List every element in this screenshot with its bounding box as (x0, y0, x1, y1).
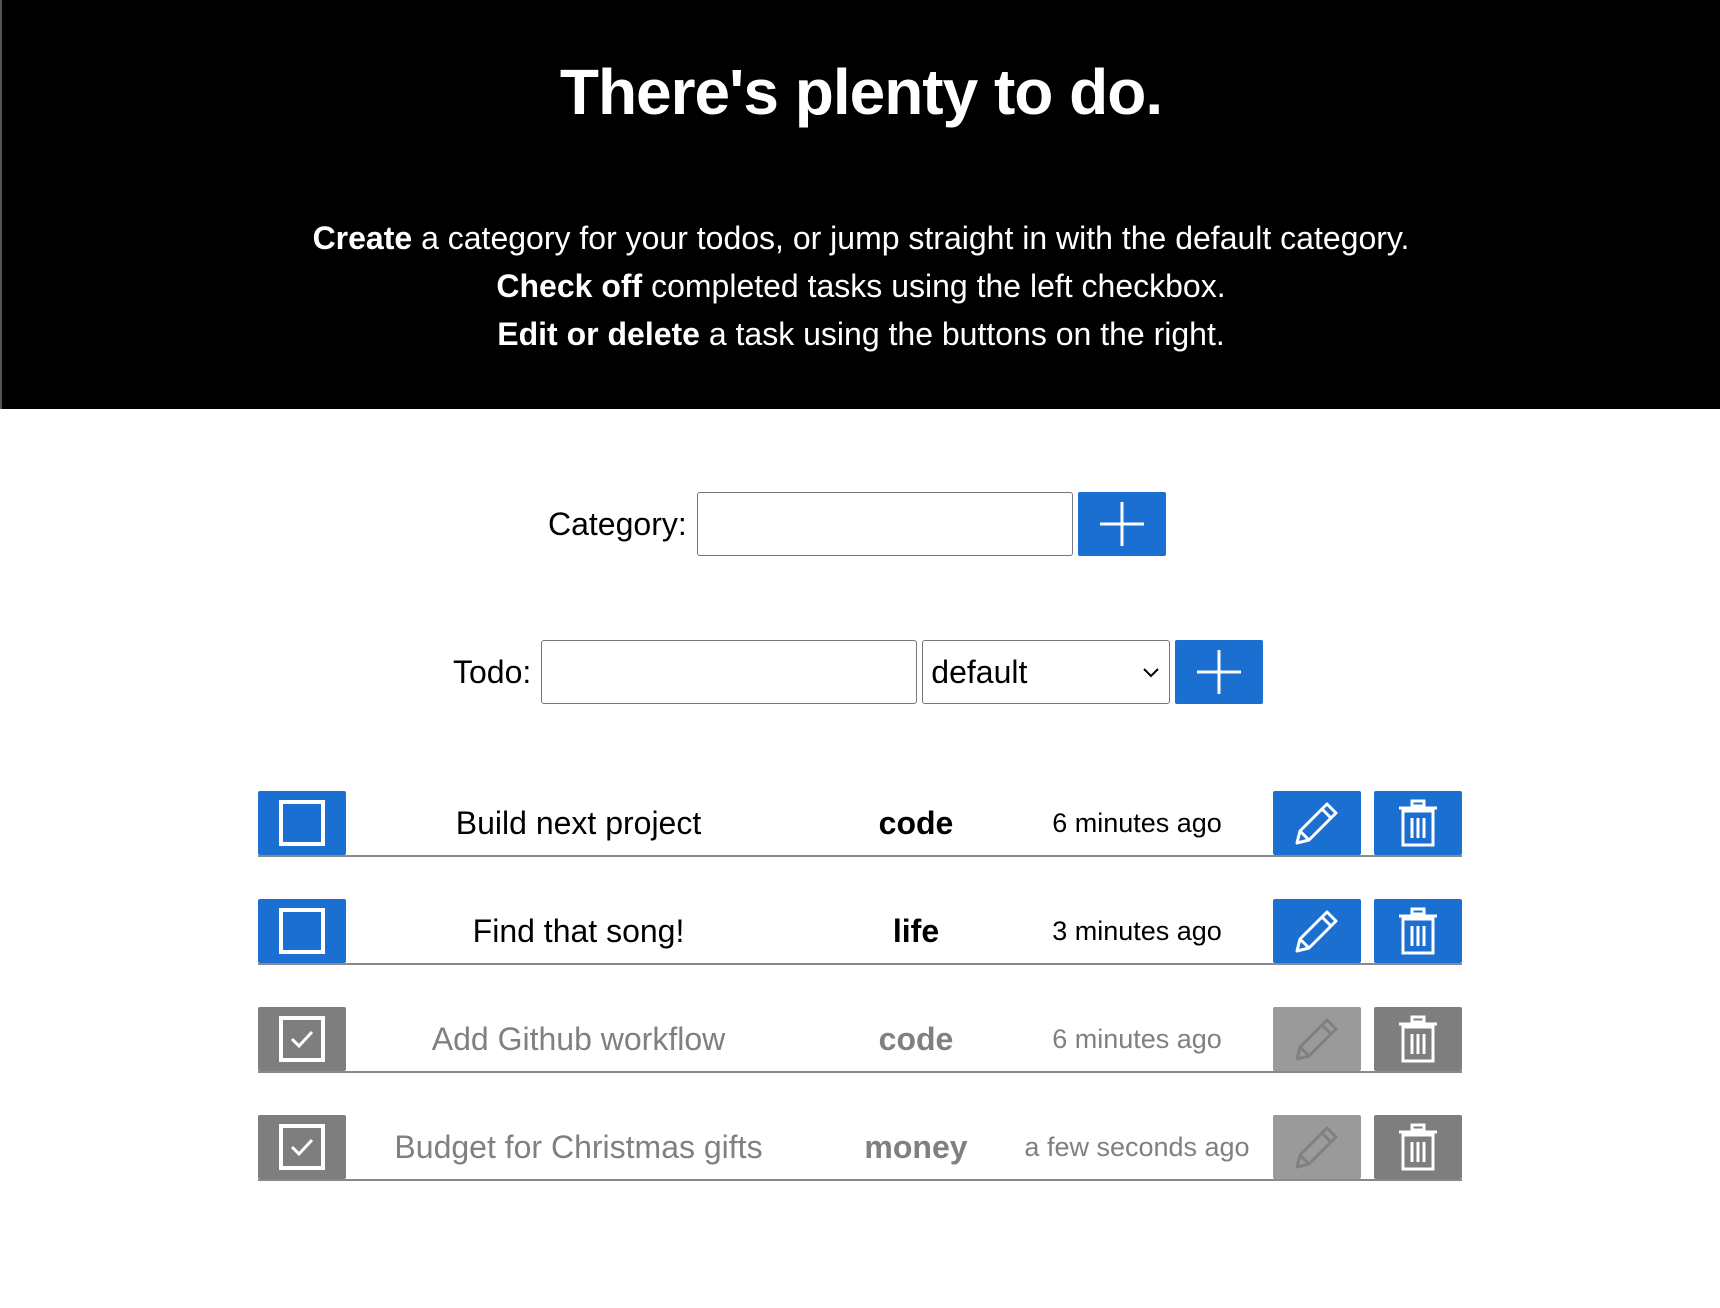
plus-icon (1099, 502, 1144, 546)
add-todo-button[interactable] (1175, 640, 1264, 704)
instruction-line: Edit or delete a task using the buttons … (2, 310, 1720, 358)
instruction-bold: Check off (496, 268, 643, 304)
todo-checkbox[interactable] (258, 899, 346, 963)
delete-button[interactable] (1374, 899, 1462, 963)
instruction-bold: Create (312, 220, 413, 256)
todo-actions (1273, 899, 1462, 963)
hero-header: There's plenty to do. Create a category … (0, 0, 1720, 409)
edit-button[interactable] (1273, 899, 1361, 963)
checkbox-checked-icon (279, 1124, 325, 1170)
todo-timestamp: 6 minutes ago (1052, 1024, 1222, 1054)
todo-timestamp: 3 minutes ago (1052, 916, 1222, 946)
todo-actions (1273, 1007, 1462, 1071)
todo-title: Budget for Christmas gifts (394, 1128, 763, 1165)
instructions: Create a category for your todos, or jum… (2, 214, 1720, 358)
plus-icon (1197, 650, 1242, 694)
trash-icon (1399, 1123, 1437, 1171)
pencil-icon (1295, 910, 1338, 953)
edit-button[interactable] (1273, 1007, 1361, 1071)
instruction-text: a task using the buttons on the right. (699, 316, 1225, 352)
trash-icon (1399, 799, 1437, 847)
todo-category: life (892, 912, 940, 949)
todo-timestamp: a few seconds ago (1024, 1132, 1250, 1162)
category-input[interactable] (696, 492, 1073, 556)
category-label: Category: (548, 505, 687, 542)
category-select[interactable]: default (922, 640, 1171, 704)
todo-item: Build next project code 6 minutes ago (258, 791, 1462, 857)
todo-title: Build next project (455, 804, 702, 841)
trash-icon (1399, 1015, 1437, 1063)
todo-title: Find that song! (472, 912, 685, 949)
instruction-line: Create a category for your todos, or jum… (2, 214, 1720, 262)
delete-button[interactable] (1374, 791, 1462, 855)
delete-button[interactable] (1374, 1007, 1462, 1071)
instruction-line: Check off completed tasks using the left… (2, 262, 1720, 310)
edit-button[interactable] (1273, 791, 1361, 855)
todo-title: Add Github workflow (431, 1020, 726, 1057)
add-category-button[interactable] (1077, 492, 1166, 556)
pencil-icon (1295, 1018, 1338, 1061)
todo-checkbox[interactable] (258, 791, 346, 855)
todo-category: code (878, 1020, 954, 1057)
todo-label: Todo: (453, 653, 532, 690)
todo-timestamp: 6 minutes ago (1052, 808, 1222, 838)
todo-checkbox[interactable] (258, 1115, 346, 1179)
todo-actions (1273, 1115, 1462, 1179)
page-title: There's plenty to do. (559, 56, 1163, 128)
todo-item: Find that song! life 3 minutes ago (258, 899, 1462, 965)
instruction-text: a category for your todos, or jump strai… (412, 220, 1410, 256)
checkbox-unchecked-icon (279, 800, 325, 846)
todo-item: Add Github workflow code 6 minutes ago (258, 1007, 1462, 1073)
todo-actions (1273, 791, 1462, 855)
checkbox-checked-icon (279, 1016, 325, 1062)
instruction-bold: Edit or delete (497, 316, 700, 352)
todo-item: Budget for Christmas gifts money a few s… (258, 1115, 1462, 1181)
checkbox-unchecked-icon (279, 908, 325, 954)
todo-category: money (864, 1128, 968, 1165)
category-form: Category: (548, 492, 1166, 556)
todo-list: Build next project code 6 minutes ago (258, 791, 1462, 1223)
trash-icon (1399, 907, 1437, 955)
todo-checkbox[interactable] (258, 1007, 346, 1071)
chevron-down-icon (1143, 668, 1159, 678)
pencil-icon (1295, 802, 1338, 845)
edit-button[interactable] (1273, 1115, 1361, 1179)
delete-button[interactable] (1374, 1115, 1462, 1179)
todo-form: Todo: default (453, 640, 1264, 704)
category-select-value: default (931, 653, 1028, 690)
instruction-text: completed tasks using the left checkbox. (642, 268, 1226, 304)
todo-category: code (878, 804, 954, 841)
pencil-icon (1295, 1126, 1338, 1169)
todo-input[interactable] (541, 640, 918, 704)
